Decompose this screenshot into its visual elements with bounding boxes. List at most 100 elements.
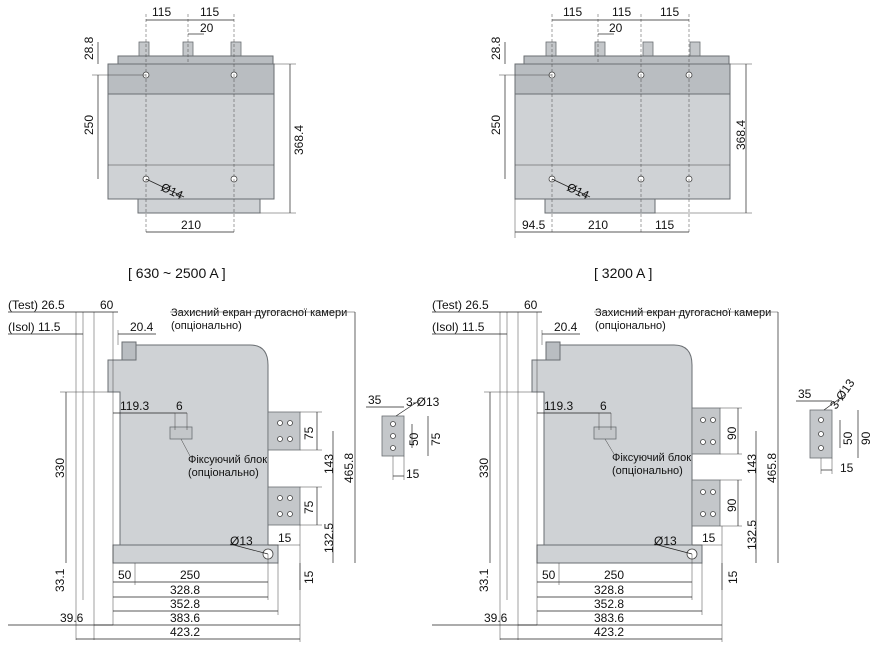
breaker-side-body (107, 344, 269, 546)
note-screen-opt: (опціонально) (171, 320, 242, 332)
dim-label: 115 (200, 5, 219, 19)
breaker-top-band (514, 63, 731, 95)
dim-label: 330 (477, 458, 491, 478)
note-lock-opt: (опціонально) (188, 467, 259, 479)
dim-label: 143 (322, 454, 336, 474)
dim-label: 368.4 (292, 125, 306, 155)
breaker-base (544, 198, 656, 214)
terminal-bar-upper (691, 407, 721, 455)
dim-label: 90 (725, 426, 739, 440)
terminal-base (523, 55, 730, 65)
front-view-left: 115 115 20 28.8 250 368.4 Ø14 210 (82, 5, 306, 233)
dim-label: 119.3 (120, 399, 149, 413)
dim-label: 119.3 (544, 399, 573, 413)
dim-label: 94.5 (522, 218, 546, 232)
dim-label: 15 (840, 461, 854, 475)
dim-label: 28.8 (82, 36, 96, 60)
dim-label: 115 (655, 218, 674, 232)
dim-label: 115 (660, 5, 679, 19)
dim-label: 15 (406, 467, 420, 481)
dim-label: 383.6 (594, 611, 624, 625)
dim-label: 75 (429, 432, 443, 446)
dim-label: 115 (612, 5, 631, 19)
dim-label: 90 (859, 431, 873, 445)
note-lock-opt: (опціонально) (612, 465, 683, 477)
lock-block (593, 426, 617, 440)
dim-label: 115 (563, 5, 582, 19)
lock-block (169, 426, 193, 440)
terminal-detail-right: 35 3-Ø13 50 90 15 (796, 376, 873, 475)
dim-label: 210 (588, 218, 608, 232)
caption-right: [ 3200 A ] (594, 265, 652, 281)
dim-label: 75 (302, 500, 316, 514)
dim-label: 352.8 (170, 597, 200, 611)
base-plate (112, 544, 279, 564)
dim-label: 132.5 (322, 523, 336, 553)
dim-label: 50 (407, 432, 421, 446)
dim-label: 423.2 (594, 625, 624, 639)
dim-label: 3-Ø13 (827, 376, 858, 412)
dim-label: Ø13 (654, 534, 677, 548)
dim-label: Ø13 (230, 534, 253, 548)
dim-label: 6 (600, 399, 607, 413)
note-screen-opt: (опціонально) (595, 320, 666, 332)
dim-label: 20.4 (130, 320, 154, 334)
dim-label: 39.6 (484, 611, 508, 625)
dim-label: 250 (604, 568, 624, 582)
dim-label: 39.6 (60, 611, 84, 625)
dim-label: 465.8 (342, 453, 356, 483)
breaker-side-body (531, 344, 693, 546)
dim-label: 15 (702, 531, 716, 545)
terminal-bar-lower (691, 479, 721, 527)
dim-label: 423.2 (170, 625, 200, 639)
dim-label: 352.8 (594, 597, 624, 611)
dim-label: 35 (368, 393, 382, 407)
terminal-detail-left: 35 3-Ø13 50 75 15 (366, 393, 443, 481)
dim-label: 60 (100, 298, 114, 312)
dim-label: 20 (609, 21, 623, 35)
dim-label: 33.1 (477, 568, 491, 592)
dim-label: 35 (798, 387, 812, 401)
dim-label: 328.8 (594, 583, 624, 597)
terminal-bar-lower (267, 486, 301, 526)
note-screen: Захисний екран дугогасної камери (595, 307, 771, 319)
breaker-base (137, 198, 261, 214)
dim-label: 115 (152, 5, 171, 19)
dim-label: 328.8 (170, 583, 200, 597)
dim-label: 250 (180, 568, 200, 582)
side-view-right: (Test) 26.5 60 (Isol) 11.5 20.4 Захисний… (432, 298, 779, 642)
dim-label: 50 (118, 568, 132, 582)
note-screen: Захисний екран дугогасної камери (171, 307, 347, 319)
dim-label: 90 (725, 498, 739, 512)
caption-left: [ 630 ~ 2500 A ] (128, 265, 226, 281)
dim-label: (Isol) 11.5 (8, 320, 61, 334)
dim-label: 6 (176, 399, 183, 413)
handle (121, 341, 137, 361)
dim-label: 15 (302, 570, 316, 584)
dim-label: 60 (524, 298, 538, 312)
note-lock: Фіксуючий блок (612, 452, 691, 464)
dim-label: 250 (489, 115, 503, 135)
dim-label: 28.8 (489, 36, 503, 60)
dim-label: 132.5 (745, 520, 759, 550)
side-view-left: (Test) 26.5 60 (Isol) 11.5 20.4 Захисний… (8, 298, 356, 642)
dim-label: 368.4 (734, 120, 748, 150)
note-lock: Фіксуючий блок (188, 454, 267, 466)
terminal-base (117, 55, 274, 65)
front-view-right: 115 115 115 20 28.8 250 368.4 Ø14 94.5 2… (489, 5, 752, 238)
dim-label: 20 (200, 21, 214, 35)
dim-label: 50 (841, 431, 855, 445)
dim-label: 3-Ø13 (406, 395, 440, 409)
dim-label: 20.4 (554, 320, 578, 334)
dim-label: 75 (302, 426, 316, 440)
breaker-top-band (107, 63, 275, 95)
dim-label: 15 (726, 570, 740, 584)
dim-label: (Test) 26.5 (432, 298, 489, 312)
dim-label: 465.8 (765, 453, 779, 483)
base-plate (536, 544, 703, 564)
dim-label: 50 (542, 568, 556, 582)
dim-label: 15 (278, 531, 292, 545)
dim-label: 33.1 (53, 568, 67, 592)
